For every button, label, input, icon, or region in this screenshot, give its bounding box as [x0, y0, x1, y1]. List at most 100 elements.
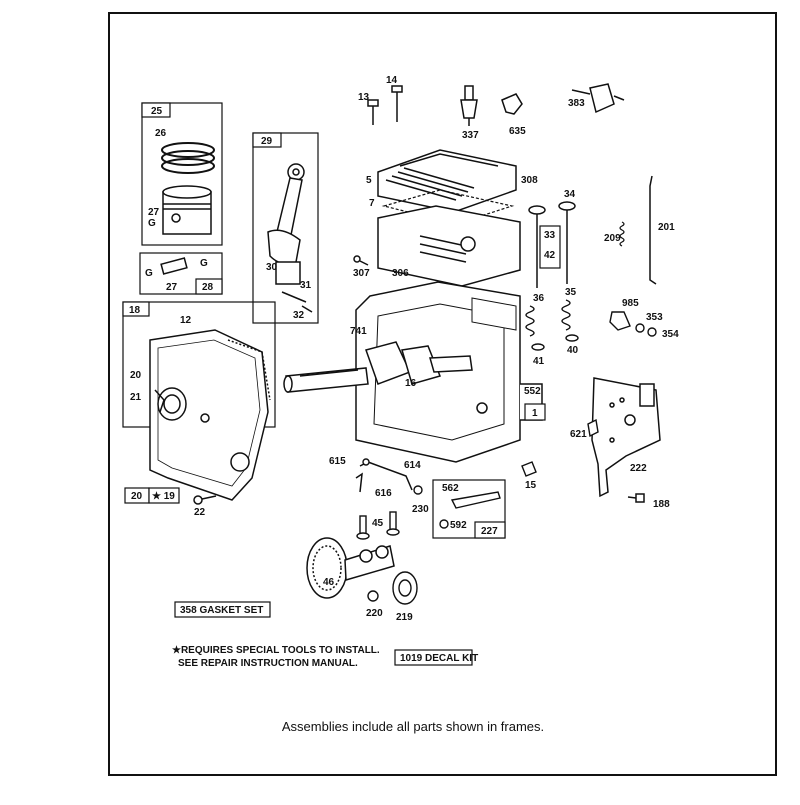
camshaft [306, 537, 395, 599]
frame-25 [141, 102, 223, 246]
clip-glyph-left: G [145, 268, 153, 279]
part-34-label: 34 [564, 189, 576, 200]
part-635-label: 635 [509, 126, 526, 137]
special-tools-note: ★REQUIRES SPECIAL TOOLS TO INSTALL. [172, 645, 380, 656]
piston-pin [160, 257, 188, 275]
part-307-label: 307 [353, 268, 370, 279]
part-22-label: 22 [194, 507, 206, 518]
part-27b-label: 27 [166, 282, 178, 293]
frame-29 [252, 132, 319, 324]
part-201-label: 201 [658, 222, 675, 233]
frame-29-tag [252, 132, 282, 148]
frame-25-label: 25 [151, 106, 163, 117]
bolt-14 [391, 85, 403, 122]
part-30-label: 30 [266, 262, 278, 273]
drain-plug [521, 461, 537, 477]
governor-link [649, 175, 657, 285]
cover-bolt [193, 495, 217, 505]
part-15-label: 15 [525, 480, 537, 491]
part-621-label: 621 [570, 429, 587, 440]
frame-227 [432, 479, 506, 539]
valve-tappets [356, 511, 400, 540]
crankshaft [283, 341, 473, 393]
part-592-label: 592 [450, 520, 467, 531]
frame-33 [539, 225, 561, 269]
part-230-label: 230 [412, 504, 429, 515]
frame-28-label: 28 [202, 282, 214, 293]
part-222-label: 222 [630, 463, 647, 474]
part-383-label: 383 [568, 98, 585, 109]
clip-glyph: G [148, 218, 156, 229]
part-354-label: 354 [662, 329, 679, 340]
part-26-label: 26 [155, 128, 167, 139]
spark-tester [571, 83, 625, 114]
part-562-label: 562 [442, 483, 459, 494]
part-219-label: 219 [396, 612, 413, 623]
connecting-rod [267, 163, 313, 313]
frame-25-tag [141, 102, 171, 118]
part-188-label: 188 [653, 499, 670, 510]
clip-glyph-right: G [200, 258, 208, 269]
governor-gear [367, 571, 418, 605]
part-14-label: 14 [386, 75, 398, 86]
part-42-label: 42 [544, 250, 556, 261]
frame-28-tag [195, 278, 223, 295]
frame-227-label: 227 [481, 526, 498, 537]
control-bracket [591, 377, 661, 498]
valves [528, 201, 576, 288]
bolt-188 [627, 493, 645, 503]
frame-33-label: 33 [544, 230, 556, 241]
piston [162, 185, 212, 235]
part-12-label: 12 [180, 315, 192, 326]
cylinder-block [355, 205, 543, 463]
part-21-label: 21 [130, 392, 142, 403]
assemblies-caption: Assemblies include all parts shown in fr… [282, 719, 544, 734]
part-615-label: 615 [329, 456, 346, 467]
part-7-label: 7 [369, 198, 375, 209]
frame-1-label: 1 [532, 408, 538, 419]
governor-lever [439, 491, 501, 529]
part-41-label: 41 [533, 356, 545, 367]
governor-spring [619, 221, 625, 247]
bolt-13 [367, 99, 379, 125]
part-20-label: 20 [130, 370, 142, 381]
frame-29-label: 29 [261, 136, 273, 147]
part-552-label: 552 [524, 386, 541, 397]
part-616-label: 616 [375, 488, 392, 499]
valve-springs [525, 299, 571, 337]
piston-rings [161, 142, 215, 174]
part-741-label: 741 [350, 326, 367, 337]
part-16-label: 16 [405, 378, 417, 389]
governor-bracket [609, 311, 657, 337]
screw-307 [353, 255, 369, 266]
part-985-label: 985 [622, 298, 639, 309]
part-31-label: 31 [300, 280, 312, 291]
part-614-label: 614 [404, 460, 421, 471]
part-621-clip [587, 418, 599, 438]
part-45-label: 45 [372, 518, 384, 529]
part-209-label: 209 [604, 233, 621, 244]
part-27-label: 27 [148, 207, 160, 218]
frame-28 [139, 252, 223, 295]
frame-20-label: 20 [131, 491, 143, 502]
frame-18-label: 18 [129, 305, 141, 316]
part-13-label: 13 [358, 92, 370, 103]
frame-18-tag [122, 301, 150, 317]
frame-1 [524, 403, 546, 421]
frame-227-tag [474, 521, 506, 539]
crankcase-cover [149, 329, 271, 501]
governor-washer [362, 458, 423, 495]
decal-kit-label: 1019 DECAL KIT [400, 653, 478, 664]
part-35-label: 35 [565, 287, 577, 298]
gasket-set-label: 358 GASKET SET [180, 605, 263, 616]
frame-19 [148, 487, 180, 504]
part-306-label: 306 [392, 268, 409, 279]
spark-plug-boot [501, 93, 523, 115]
spark-plug [460, 85, 478, 126]
frame-19-label: ★ 19 [152, 491, 175, 502]
decal-kit-box [394, 649, 473, 666]
part-40-label: 40 [567, 345, 579, 356]
gasket-set-box [174, 601, 271, 618]
